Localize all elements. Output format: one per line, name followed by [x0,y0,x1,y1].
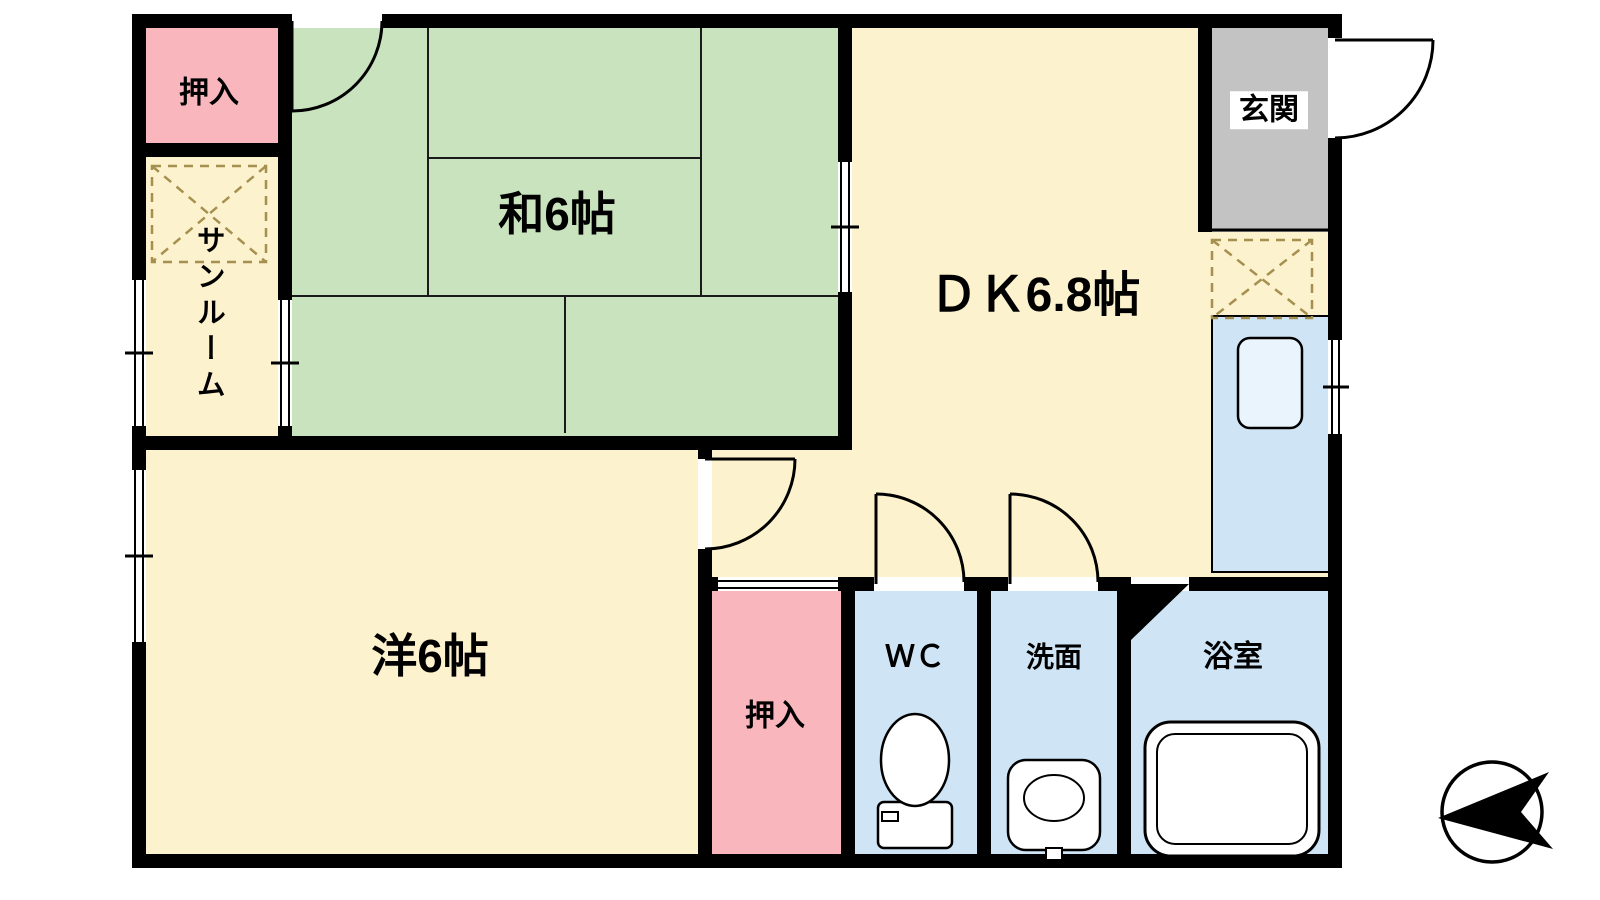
doors [290,14,1435,640]
door-wc [874,492,966,591]
room-hallway [698,436,848,584]
windows [125,162,1349,642]
storage-hatch-sunroom [150,164,268,264]
label-entrance: 玄関 [1230,91,1308,129]
door-japanese-room [290,14,384,113]
fixtures [876,712,1321,861]
label-sunroom: サンルーム [192,225,225,405]
label-wc: ＷＣ [885,640,945,674]
window-sunroom [125,280,153,426]
bathtub-icon [1143,720,1321,858]
door-washroom [1008,492,1100,591]
kitchen-sink-icon [1236,336,1304,430]
label-japanese-room: 和6帖 [498,187,616,240]
storage-hatch-dk [1210,238,1314,320]
washbasin-icon [1006,758,1102,861]
window-western-room [125,470,153,642]
label-bathroom: 浴室 [1203,640,1263,674]
label-western-room: 洋6帖 [371,629,489,682]
label-dining-kitchen: ＤＫ6.8帖 [929,268,1141,322]
label-closet-bottom: 押入 [745,699,805,733]
opening-sunroom-japanese [271,300,299,426]
label-washroom: 洗面 [1025,641,1083,673]
tatami-lines [287,21,838,433]
room-western [132,436,712,868]
north-arrow-icon [1438,760,1553,864]
sliding-door-japanese-dk [831,162,859,292]
room-sunroom [132,150,287,443]
door-entrance [1328,38,1435,140]
sliding-door-closet-bottom [718,577,838,591]
door-bathroom [1131,577,1189,640]
window-kitchen [1323,340,1349,434]
kitchen-counter [1211,315,1336,573]
door-western-room [698,457,797,551]
room-closet-bottom [698,577,852,868]
toilet-icon [876,712,954,850]
label-closet-top: 押入 [179,76,239,110]
room-closet-top [132,14,287,154]
